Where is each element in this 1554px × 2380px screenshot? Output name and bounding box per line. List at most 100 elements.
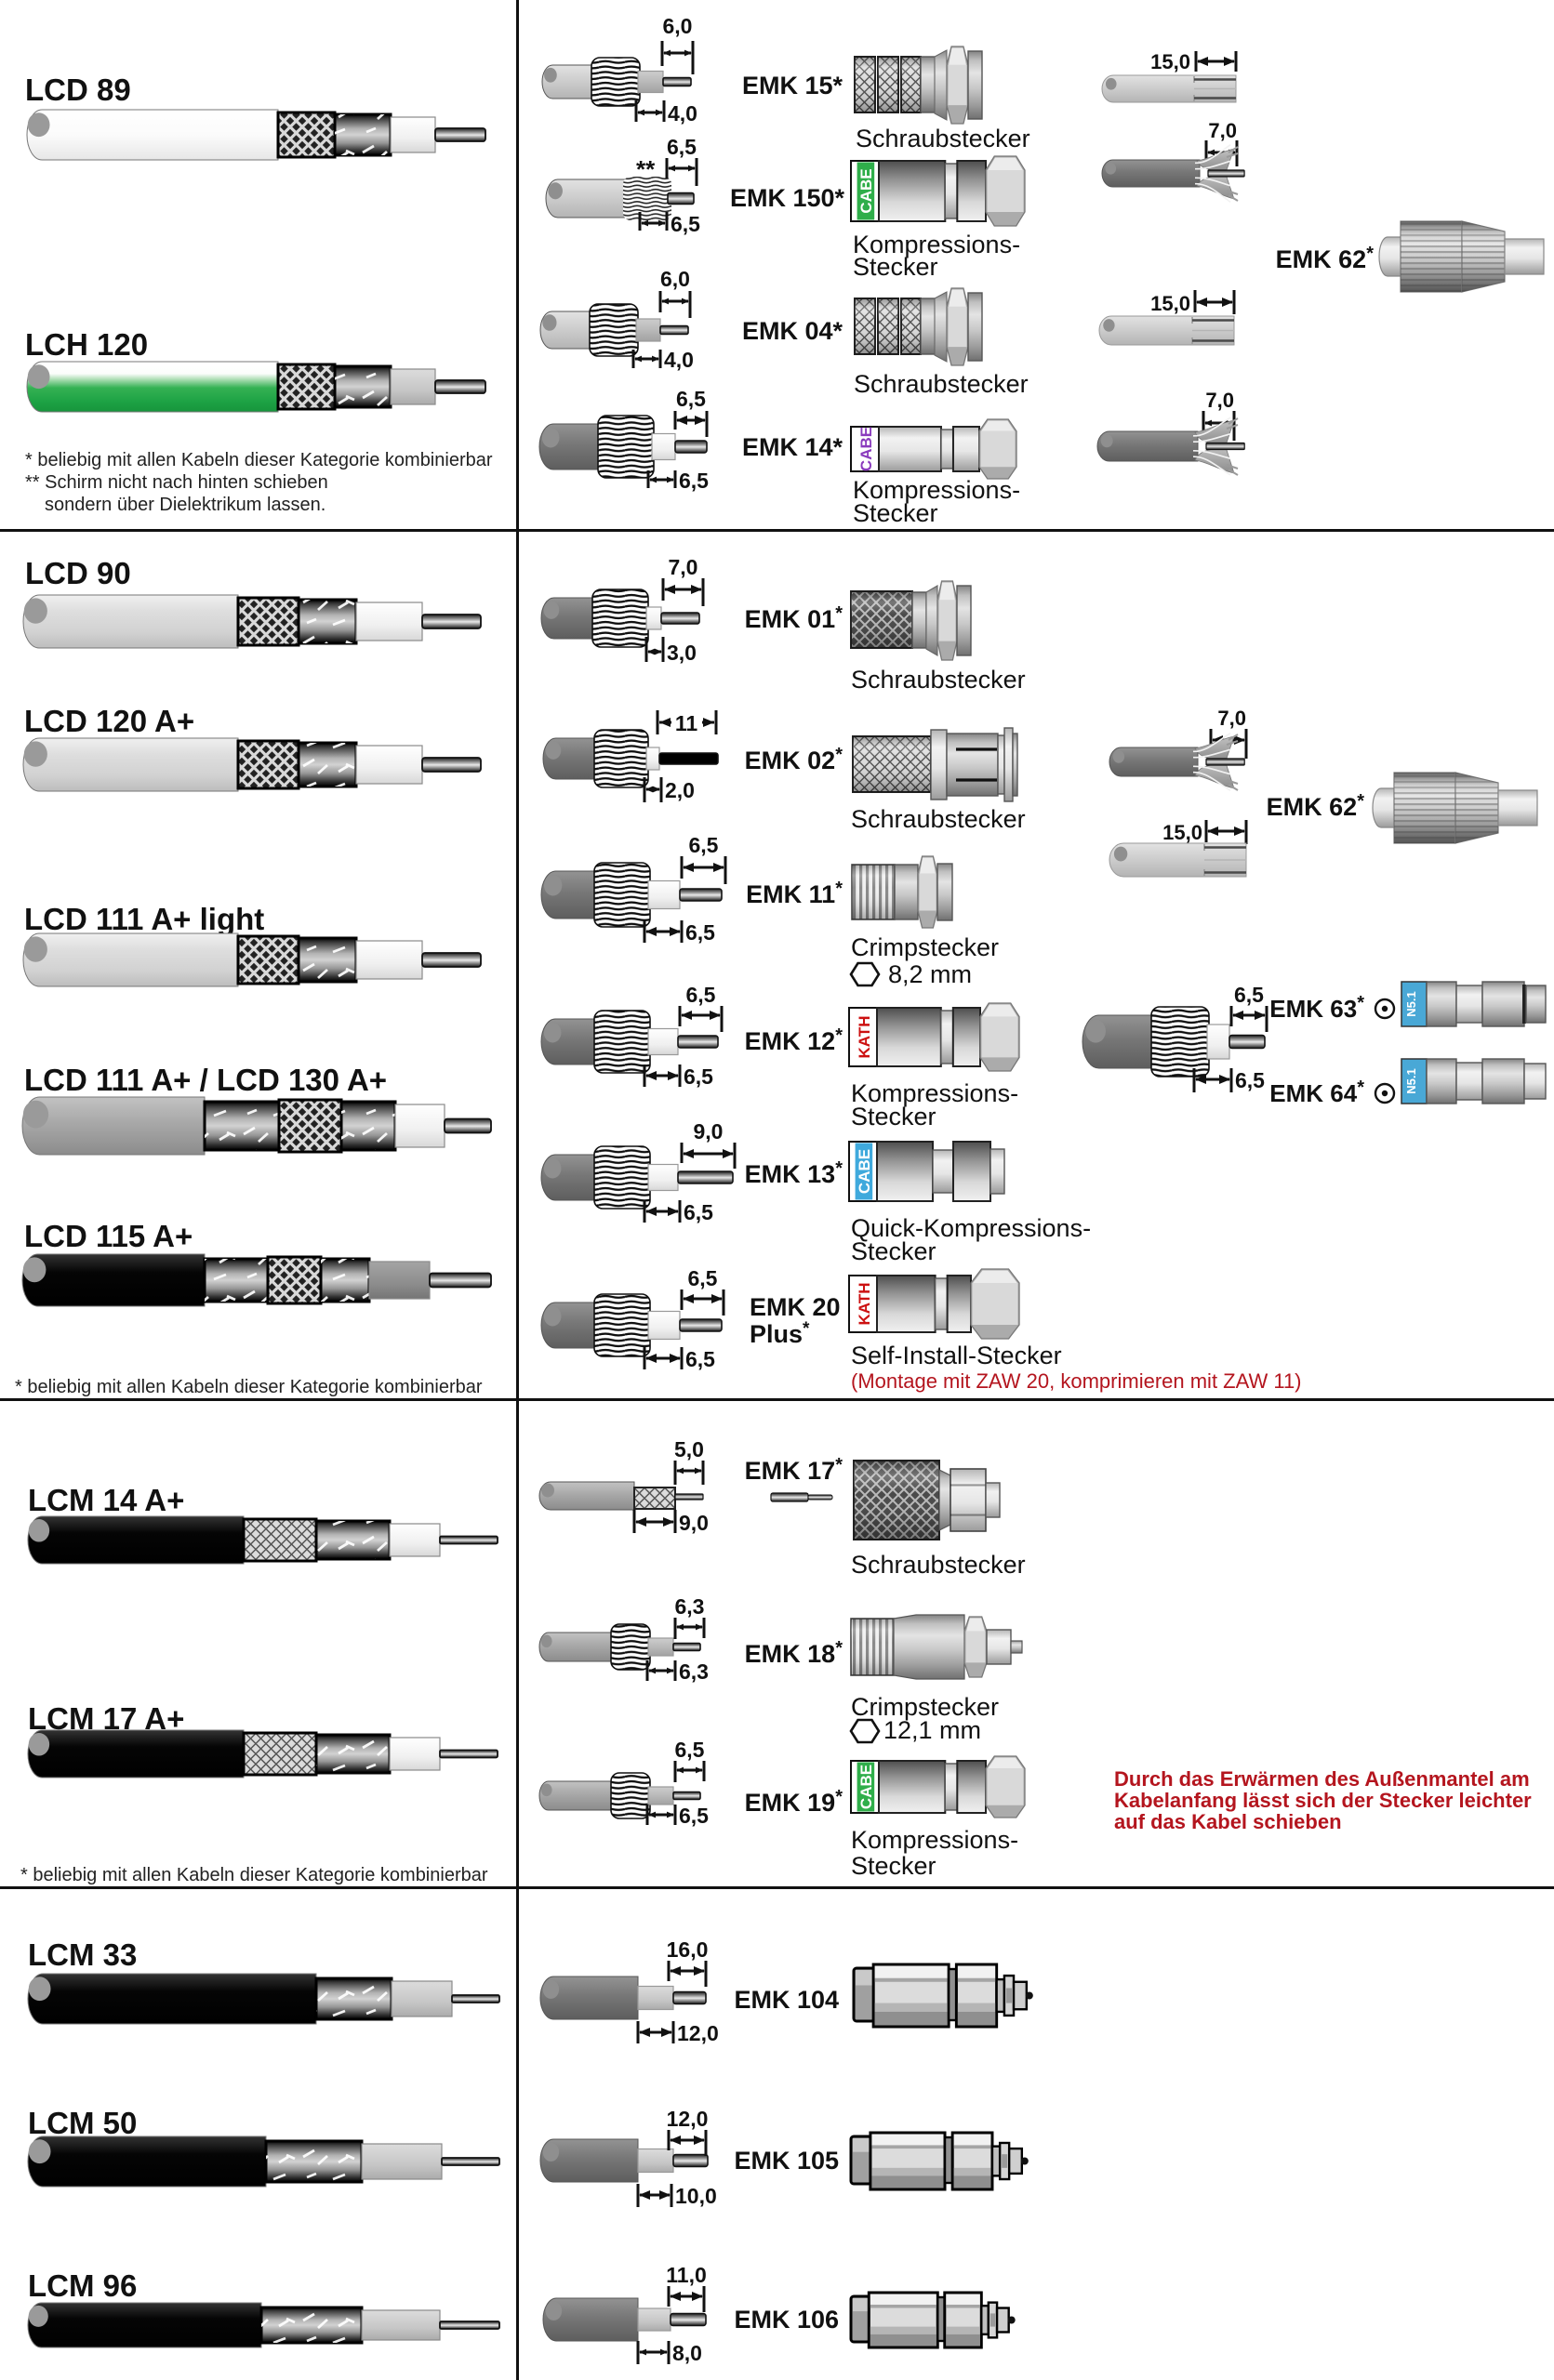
svg-text:EMK 04*: EMK 04*: [742, 317, 843, 345]
svg-text:CABE: CABE: [857, 168, 875, 213]
svg-text:6,5: 6,5: [689, 833, 719, 857]
svg-text:N5.1: N5.1: [1404, 1068, 1418, 1093]
svg-text:8,0: 8,0: [672, 2341, 702, 2365]
svg-text:6,3: 6,3: [679, 1659, 709, 1684]
svg-text:6,5: 6,5: [1235, 1068, 1265, 1092]
svg-text:6,5: 6,5: [679, 1804, 709, 1828]
svg-text:EMK 104: EMK 104: [734, 1986, 839, 2014]
svg-text:LCM 96: LCM 96: [28, 2268, 137, 2303]
svg-text:* beliebig mit allen Kabeln di: * beliebig mit allen Kabeln dieser Kateg…: [15, 1377, 483, 1397]
svg-text:EMK 20: EMK 20: [750, 1293, 841, 1321]
svg-text:LCD 90: LCD 90: [25, 556, 131, 590]
svg-text:Schraubstecker: Schraubstecker: [851, 666, 1026, 694]
svg-text:6,5: 6,5: [685, 920, 715, 945]
svg-text:4,0: 4,0: [664, 348, 694, 372]
svg-text:15,0: 15,0: [1162, 821, 1202, 844]
svg-text:2,0: 2,0: [665, 778, 695, 802]
svg-text:EMK 01*: EMK 01*: [745, 603, 843, 633]
svg-text:EMK 105: EMK 105: [734, 2147, 839, 2175]
svg-text:9,0: 9,0: [694, 1119, 724, 1144]
svg-text:16,0: 16,0: [667, 1937, 709, 1962]
svg-text:KATH: KATH: [856, 1016, 873, 1059]
svg-text:EMK 18*: EMK 18*: [745, 1638, 843, 1668]
svg-text:LCD 115 A+: LCD 115 A+: [24, 1219, 193, 1253]
svg-text:Stecker: Stecker: [851, 1237, 936, 1265]
svg-text:EMK 63*: EMK 63*: [1269, 993, 1364, 1023]
svg-text:auf das Kabel schieben: auf das Kabel schieben: [1114, 1810, 1342, 1833]
svg-text:6,5: 6,5: [675, 1738, 705, 1762]
svg-text:Plus*: Plus*: [750, 1319, 810, 1348]
svg-text:11,0: 11,0: [666, 2263, 707, 2287]
svg-text:6,5: 6,5: [685, 1347, 715, 1371]
svg-text:Durch das Erwärmen des Außenma: Durch das Erwärmen des Außenmantel am: [1114, 1767, 1530, 1791]
svg-text:6,3: 6,3: [675, 1594, 705, 1619]
svg-text:15,0: 15,0: [1150, 50, 1190, 73]
svg-text:LCM 50: LCM 50: [28, 2106, 137, 2140]
svg-text:CABE: CABE: [857, 1765, 875, 1809]
svg-text:12,0: 12,0: [677, 2021, 719, 2045]
svg-text:EMK 14*: EMK 14*: [742, 433, 843, 461]
svg-text:7,0: 7,0: [1208, 119, 1237, 142]
svg-text:Kompressions-: Kompressions-: [853, 231, 1020, 258]
svg-text:6,5: 6,5: [679, 469, 709, 493]
svg-text:* beliebig mit allen Kabeln di: * beliebig mit allen Kabeln dieser Kateg…: [25, 450, 493, 470]
svg-text:LCM 33: LCM 33: [28, 1937, 137, 1972]
svg-text:6,5: 6,5: [676, 387, 706, 411]
svg-text:EMK 64*: EMK 64*: [1269, 1078, 1364, 1107]
svg-text:N5.1: N5.1: [1404, 991, 1418, 1016]
svg-text:6,5: 6,5: [684, 1064, 713, 1089]
svg-text:sondern über Dielektrikum lass: sondern über Dielektrikum lassen.: [45, 495, 325, 515]
svg-text:EMK 15*: EMK 15*: [742, 72, 843, 99]
svg-text:** Schirm nicht nach hinten sc: ** Schirm nicht nach hinten schieben: [25, 472, 328, 493]
svg-text:Stecker: Stecker: [851, 1852, 936, 1880]
svg-text:6,5: 6,5: [684, 1200, 713, 1224]
svg-text:EMK 150*: EMK 150*: [730, 184, 845, 212]
svg-text:5,0: 5,0: [674, 1437, 704, 1461]
svg-text:EMK 12*: EMK 12*: [745, 1025, 843, 1055]
svg-text:12,0: 12,0: [667, 2107, 709, 2131]
svg-text:Kompressions-: Kompressions-: [853, 476, 1020, 504]
svg-text:Schraubstecker: Schraubstecker: [854, 370, 1029, 398]
svg-text:LCD 111 A+ light: LCD 111 A+ light: [24, 902, 264, 936]
svg-text:EMK 106: EMK 106: [734, 2306, 839, 2334]
svg-text:11: 11: [675, 711, 698, 735]
svg-text:LCD 120 A+: LCD 120 A+: [24, 704, 194, 738]
svg-text:LCM 14 A+: LCM 14 A+: [28, 1483, 184, 1517]
svg-text:6,5: 6,5: [667, 135, 697, 159]
svg-text:EMK 11*: EMK 11*: [746, 879, 843, 908]
svg-text:EMK 17*: EMK 17*: [745, 1455, 843, 1485]
svg-text:KATH: KATH: [856, 1283, 873, 1326]
svg-text:6,5: 6,5: [688, 1266, 718, 1290]
svg-text:LCD 111 A+ / LCD 130 A+: LCD 111 A+ / LCD 130 A+: [24, 1063, 387, 1097]
svg-text:Kompressions-: Kompressions-: [851, 1079, 1018, 1107]
svg-text:12,1 mm: 12,1 mm: [883, 1716, 981, 1744]
svg-text:EMK 13*: EMK 13*: [745, 1158, 843, 1188]
svg-text:4,0: 4,0: [668, 101, 697, 126]
svg-text:* beliebig mit allen Kabeln di: * beliebig mit allen Kabeln dieser Kateg…: [20, 1865, 488, 1885]
svg-text:8,2 mm: 8,2 mm: [888, 960, 972, 988]
svg-text:EMK 19*: EMK 19*: [745, 1787, 843, 1817]
svg-text:Stecker: Stecker: [853, 499, 938, 527]
svg-text:Stecker: Stecker: [851, 1103, 936, 1130]
svg-text:6,5: 6,5: [671, 212, 700, 236]
svg-text:EMK 62*: EMK 62*: [1267, 791, 1365, 821]
svg-text:3,0: 3,0: [667, 641, 697, 665]
svg-text:Self-Install-Stecker: Self-Install-Stecker: [851, 1342, 1062, 1369]
svg-text:7,0: 7,0: [1217, 707, 1246, 730]
svg-text:9,0: 9,0: [679, 1511, 709, 1535]
svg-text:Schraubstecker: Schraubstecker: [856, 125, 1030, 152]
svg-text:7,0: 7,0: [1205, 389, 1234, 412]
svg-text:LCH 120: LCH 120: [25, 327, 148, 362]
svg-text:Kompressions-: Kompressions-: [851, 1826, 1018, 1854]
svg-text:EMK 02*: EMK 02*: [745, 745, 843, 774]
svg-text:EMK 62*: EMK 62*: [1276, 244, 1375, 273]
svg-text:6,5: 6,5: [1234, 983, 1264, 1007]
svg-text:(Montage mit ZAW 20, komprimie: (Montage mit ZAW 20, komprimieren mit ZA…: [851, 1369, 1302, 1393]
svg-text:Quick-Kompressions-: Quick-Kompressions-: [851, 1214, 1091, 1242]
svg-text:Stecker: Stecker: [853, 253, 938, 281]
svg-text:7,0: 7,0: [669, 555, 698, 579]
svg-text:Crimpstecker: Crimpstecker: [851, 1693, 999, 1721]
svg-text:CABE: CABE: [856, 1149, 873, 1194]
svg-text:Kabelanfang lässt sich der Ste: Kabelanfang lässt sich der Stecker leich…: [1114, 1789, 1532, 1812]
svg-text:6,5: 6,5: [686, 983, 716, 1007]
